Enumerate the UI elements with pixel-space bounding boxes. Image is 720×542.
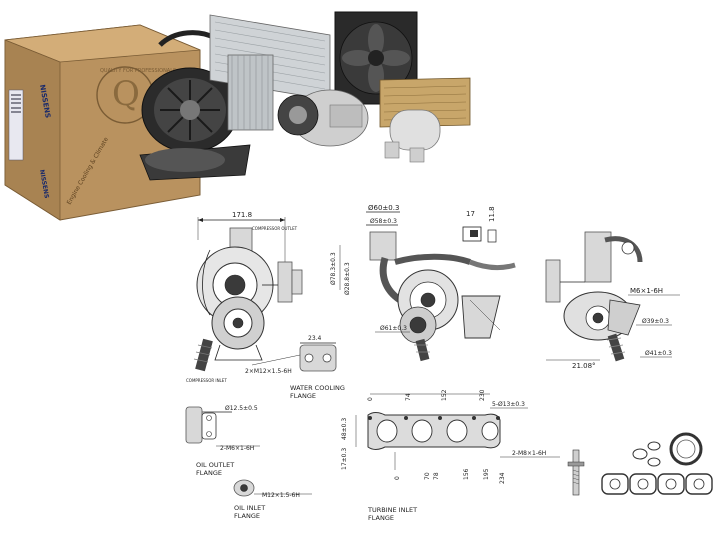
top-marks: 0 74 152 230 [367, 389, 490, 401]
bot-mark-3: 156 [463, 468, 470, 480]
bot-mark-1: 70 [424, 472, 431, 480]
oil-outlet-flange: Ø12.5±0.5 2-M6×1-6H OIL OUTLET FLANGE [185, 405, 260, 477]
d58-dim: Ø58±0.3 [370, 218, 397, 225]
height-dim: 48±0.3 [341, 418, 348, 440]
evaporator [227, 54, 274, 131]
oil-outlet-caption-1: OIL OUTLET [196, 461, 234, 469]
oil-outlet-thread: 2-M6×1-6H [220, 445, 254, 452]
receiver-dryer [384, 109, 441, 163]
turbine-caption-1: TURBINE INLET [367, 506, 417, 514]
product-photo-group: NISSENS NISSENS Q QUALITY FOR PROFESSION… [4, 11, 471, 221]
d41-dim: Ø41±0.3 [645, 350, 672, 357]
cardboard-box: NISSENS NISSENS Q QUALITY FOR PROFESSION… [4, 24, 201, 221]
ac-compressor [277, 89, 369, 147]
d39-dim: Ø39±0.3 [642, 318, 669, 325]
small-box-dim: 17 11.8 [462, 206, 497, 243]
box-h-dim: 11.8 [488, 206, 496, 222]
comp-inlet-note: COMPRESSOR INLET [186, 378, 227, 383]
holes-dim: 5-Ø13±0.3 [492, 401, 525, 408]
comp-outlet-note: COMPRESSOR OUTLET [252, 226, 298, 231]
turbine-inlet-flange: 0 74 152 230 5-Ø13±0.3 48±0.3 17±0.3 0 7… [341, 389, 560, 522]
d28-dim: Ø28.8±0.3 [344, 262, 351, 295]
water-caption-1: WATER COOLING [290, 384, 345, 392]
bot-mark-4: 195 [483, 468, 490, 480]
angle-dim: 21.08° [572, 362, 596, 370]
low-dim: 17±0.3 [341, 448, 348, 470]
box-brand-text-2: NISSENS [38, 169, 50, 199]
top-mark-1: 74 [405, 393, 412, 401]
flange-dim: 23.4 [308, 335, 322, 342]
flange-thread: 2×M12×1.5-6H [245, 368, 292, 375]
bottom-marks: 0 70 78 156 195 234 [394, 452, 506, 484]
bot-mark-0: 0 [394, 476, 401, 480]
oil-inlet-thread: M12×1.5-6H [262, 492, 300, 499]
oil-inlet-caption-1: OIL INLET [234, 504, 265, 512]
top-mark-2: 152 [441, 389, 448, 401]
barcode-label [8, 89, 24, 161]
bot-mark-2: 78 [433, 472, 440, 480]
inlet-thread: 2-M8×1-6H [512, 450, 546, 457]
d78-dim: Ø78.3±0.3 [330, 252, 337, 285]
oil-outlet-caption-2: FLANGE [196, 469, 222, 477]
m6-thread: M6×1-6H [630, 287, 663, 295]
bot-mark-5: 234 [499, 472, 506, 484]
turbo-top-view: Ø60±0.3 Ø58±0.3 Ø78.3±0.3 Ø28.8±0.3 Ø61±… [330, 204, 516, 362]
quality-q-logo: Q [112, 74, 140, 114]
turbo-side-view: M6×1-6H Ø39±0.3 Ø41±0.3 21.08° [545, 231, 680, 370]
d61-dim: Ø61±0.3 [380, 325, 407, 332]
top-mark-3: 230 [479, 389, 486, 401]
width-dim: 171.8 [232, 211, 252, 219]
oil-inlet-flange: M12×1.5-6H OIL INLET FLANGE [233, 479, 312, 520]
water-caption-2: FLANGE [290, 392, 316, 400]
water-cooling-flange: 23.4 2×M12×1.5-6H WATER COOLING FLANGE [245, 335, 345, 400]
gasket-kit [567, 432, 713, 496]
turbo-front-view: 171.8 COMPRESSOR OUTLET COMPRESSOR INLET [186, 211, 303, 383]
seal-text: QUALITY FOR PROFESSIONALS [100, 68, 176, 74]
d60-dim: Ø60±0.3 [368, 204, 399, 212]
oil-outlet-d12: Ø12.5±0.5 [225, 405, 258, 412]
stud-bolt [567, 449, 585, 496]
top-mark-0: 0 [367, 397, 374, 401]
oil-inlet-caption-2: FLANGE [234, 512, 260, 520]
box-w-dim: 17 [466, 210, 475, 218]
turbine-caption-2: FLANGE [368, 514, 394, 522]
